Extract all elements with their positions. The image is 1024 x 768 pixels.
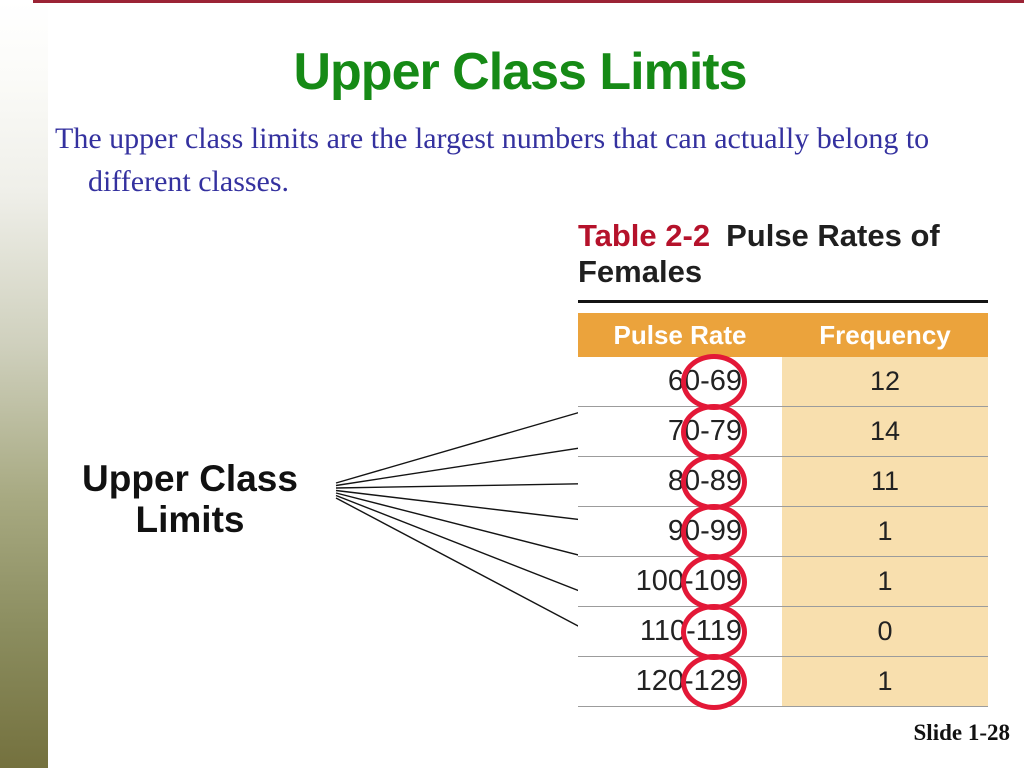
table-title-rest: Pulse Rates of Females (578, 218, 940, 289)
column-header-pulse-rate: Pulse Rate (613, 319, 747, 350)
frequency-value: 1 (782, 557, 988, 606)
body-text: The upper class limits are the largest n… (55, 122, 930, 198)
frequency-value: 1 (782, 507, 988, 556)
column-header-frequency: Frequency (819, 319, 951, 350)
upper-limit-circle (681, 603, 747, 660)
upper-limit-circle (681, 453, 747, 510)
table-header: Pulse Rate Frequency (578, 313, 988, 357)
table-title-prefix: Table 2-2 (578, 218, 711, 253)
frequency-value: 1 (782, 657, 988, 706)
slide-number: Slide 1-28 (913, 720, 1010, 745)
upper-limit-circle (681, 353, 747, 410)
upper-limit-circle (681, 403, 747, 460)
frequency-value: 11 (782, 457, 988, 506)
left-gradient-bar (0, 0, 48, 768)
frequency-value: 12 (782, 357, 988, 406)
top-accent-line (33, 0, 1024, 3)
slide-title: Upper Class Limits (293, 43, 747, 101)
upper-limit-circle (681, 553, 747, 610)
upper-limit-circle (681, 503, 747, 560)
table-title-rule (578, 300, 988, 303)
callout-label: Upper Class Limits (82, 458, 298, 541)
frequency-value: 0 (782, 607, 988, 656)
upper-limit-circle (681, 653, 747, 710)
frequency-value: 14 (782, 407, 988, 456)
